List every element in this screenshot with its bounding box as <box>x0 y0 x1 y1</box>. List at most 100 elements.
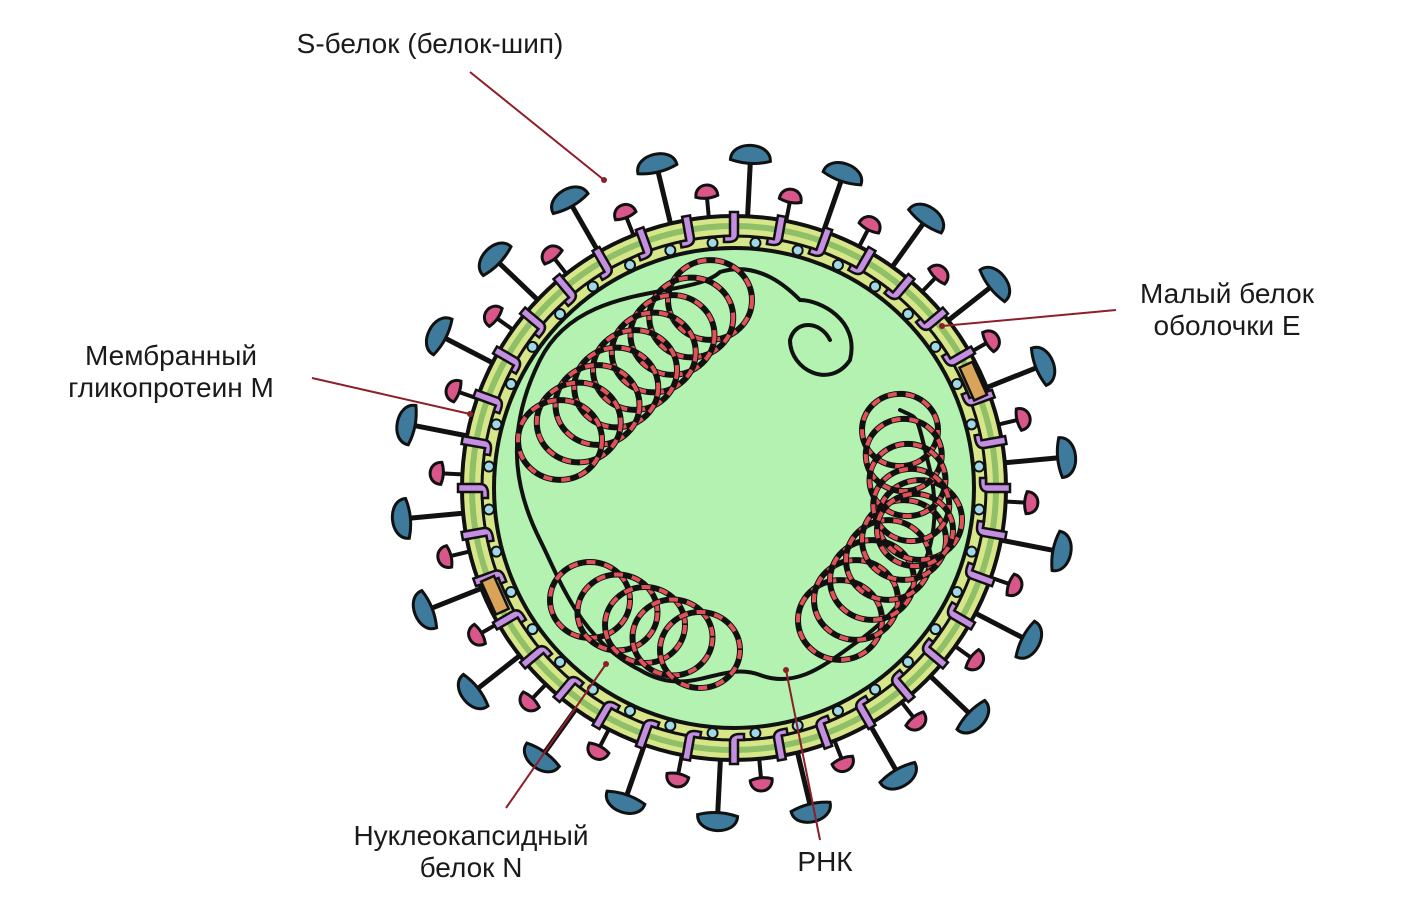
membrane-bead <box>791 244 804 257</box>
spike-protein-icon <box>978 266 1012 304</box>
spike-protein-icon <box>390 496 413 540</box>
membrane-bead <box>586 280 599 293</box>
small-spike-head-icon <box>482 304 504 329</box>
coil-bottom-left-segment <box>658 610 742 690</box>
envelope-protein-icon <box>479 574 511 617</box>
membrane-bead <box>749 236 762 249</box>
membrane-bead <box>973 503 986 516</box>
membrane-glycoprotein-icon <box>765 214 788 247</box>
small-spike-head-icon <box>904 710 928 732</box>
spike-protein-icon <box>1050 529 1073 572</box>
small-spike-head-icon <box>540 244 564 266</box>
membrane-bead <box>554 308 567 321</box>
small-spike-head-icon <box>964 647 986 672</box>
leader-line <box>469 71 605 181</box>
small-spike-head-icon <box>1014 407 1032 433</box>
membrane-glycoprotein-icon <box>728 732 746 766</box>
spike-protein-icon <box>636 152 679 176</box>
spike-protein-icon <box>1029 345 1057 388</box>
membrane-bead <box>869 280 882 293</box>
membrane-bead <box>965 418 978 431</box>
membrane-bead <box>929 623 942 636</box>
membrane-bead <box>526 623 539 636</box>
small-spike-head-icon <box>665 771 691 789</box>
label-spike-protein: S-белок (белок-шип) <box>296 28 564 59</box>
membrane-glycoprotein-icon <box>460 434 493 457</box>
membrane-glycoprotein-icon <box>590 700 622 731</box>
leader-dot <box>783 667 789 673</box>
coil-top-left-segment <box>534 380 623 465</box>
membrane-bead <box>624 704 637 717</box>
membrane-bead <box>482 460 495 473</box>
membrane-glycoprotein-icon <box>456 482 490 500</box>
coil-top-left-segment <box>609 310 698 395</box>
virus-interior <box>514 257 965 691</box>
coil-top-left-segment <box>628 293 717 377</box>
small-spike-head-icon <box>467 622 488 647</box>
label-nucleocapsid-protein: Нуклеокапсидный белок N <box>353 820 589 883</box>
leader-line <box>941 309 1117 327</box>
membrane-glycoprotein-icon <box>772 727 790 762</box>
membrane-bead <box>869 683 882 696</box>
small-spike-head-icon <box>857 215 882 235</box>
membrane-glycoprotein-icon <box>551 675 586 704</box>
leader-dot <box>939 323 945 329</box>
small-spike-head-icon <box>1023 490 1040 516</box>
spike-protein-icon <box>550 185 590 216</box>
membrane-bead <box>950 585 963 598</box>
membrane-glycoprotein-icon <box>680 729 703 762</box>
spike-layer <box>390 143 1078 833</box>
spike-protein-icon <box>696 811 740 833</box>
leader-line <box>505 663 607 809</box>
leader-dot <box>603 661 609 667</box>
coil-right-segment <box>863 416 944 494</box>
coil-top-left-segment <box>591 328 679 412</box>
coil-right-segment <box>860 391 940 469</box>
spike-protein-icon <box>1055 436 1078 480</box>
membrane-glycoprotein-icon <box>491 344 522 376</box>
membrane-glycoprotein-icon <box>846 245 878 276</box>
spike-protein-icon <box>604 789 647 815</box>
membrane-bead <box>490 418 503 431</box>
membrane-glycoprotein-icon <box>914 305 950 332</box>
small-spike-head-icon <box>694 183 720 200</box>
membrane-bead <box>554 655 567 668</box>
coil-top-left-segment <box>647 275 736 360</box>
m-protein-layer <box>456 210 1012 766</box>
membrane-glycoprotein-icon <box>634 718 661 751</box>
membrane-bead <box>973 460 986 473</box>
small-spike-head-icon <box>748 776 774 793</box>
small-spike-head-icon <box>428 460 445 486</box>
small-spike-head-icon <box>830 754 855 774</box>
membrane-bead <box>624 259 637 272</box>
membrane-glycoprotein-icon <box>518 644 554 671</box>
spike-protein-icon <box>1014 619 1043 660</box>
membrane-glycoprotein-icon <box>518 305 547 340</box>
membrane-glycoprotein-icon <box>940 344 977 367</box>
small-spike-head-icon <box>1005 572 1024 598</box>
membrane-glycoprotein-icon <box>946 600 977 632</box>
membrane-glycoprotein-icon <box>807 225 834 258</box>
membrane-glycoprotein-icon <box>975 519 1008 542</box>
membrane-bead <box>706 727 719 740</box>
membrane-glycoprotein-icon <box>978 476 1012 494</box>
membrane-bead <box>929 340 942 353</box>
membrane-bead <box>505 378 518 391</box>
spike-protein-icon <box>425 316 454 357</box>
spike-protein-icon <box>906 202 945 235</box>
membrane-bead <box>831 259 844 272</box>
membrane-bead <box>706 236 719 249</box>
membrane-bead <box>482 503 495 516</box>
small-spike-head-icon <box>518 690 542 713</box>
membrane-glycoprotein-icon <box>890 668 917 704</box>
membrane-bead <box>965 545 978 558</box>
label-membrane-glycoprotein: Мембранный гликопротеин M <box>68 340 274 403</box>
membrane-bead <box>950 378 963 391</box>
membrane-glycoprotein-icon <box>921 636 950 671</box>
coil-top-left-segment <box>666 258 754 342</box>
small-spike-head-icon <box>586 741 611 761</box>
spike-protein-icon <box>821 161 864 187</box>
small-spike-head-icon <box>777 187 803 205</box>
leader-lines <box>311 71 1117 841</box>
membrane-glycoprotein-icon <box>815 714 834 751</box>
